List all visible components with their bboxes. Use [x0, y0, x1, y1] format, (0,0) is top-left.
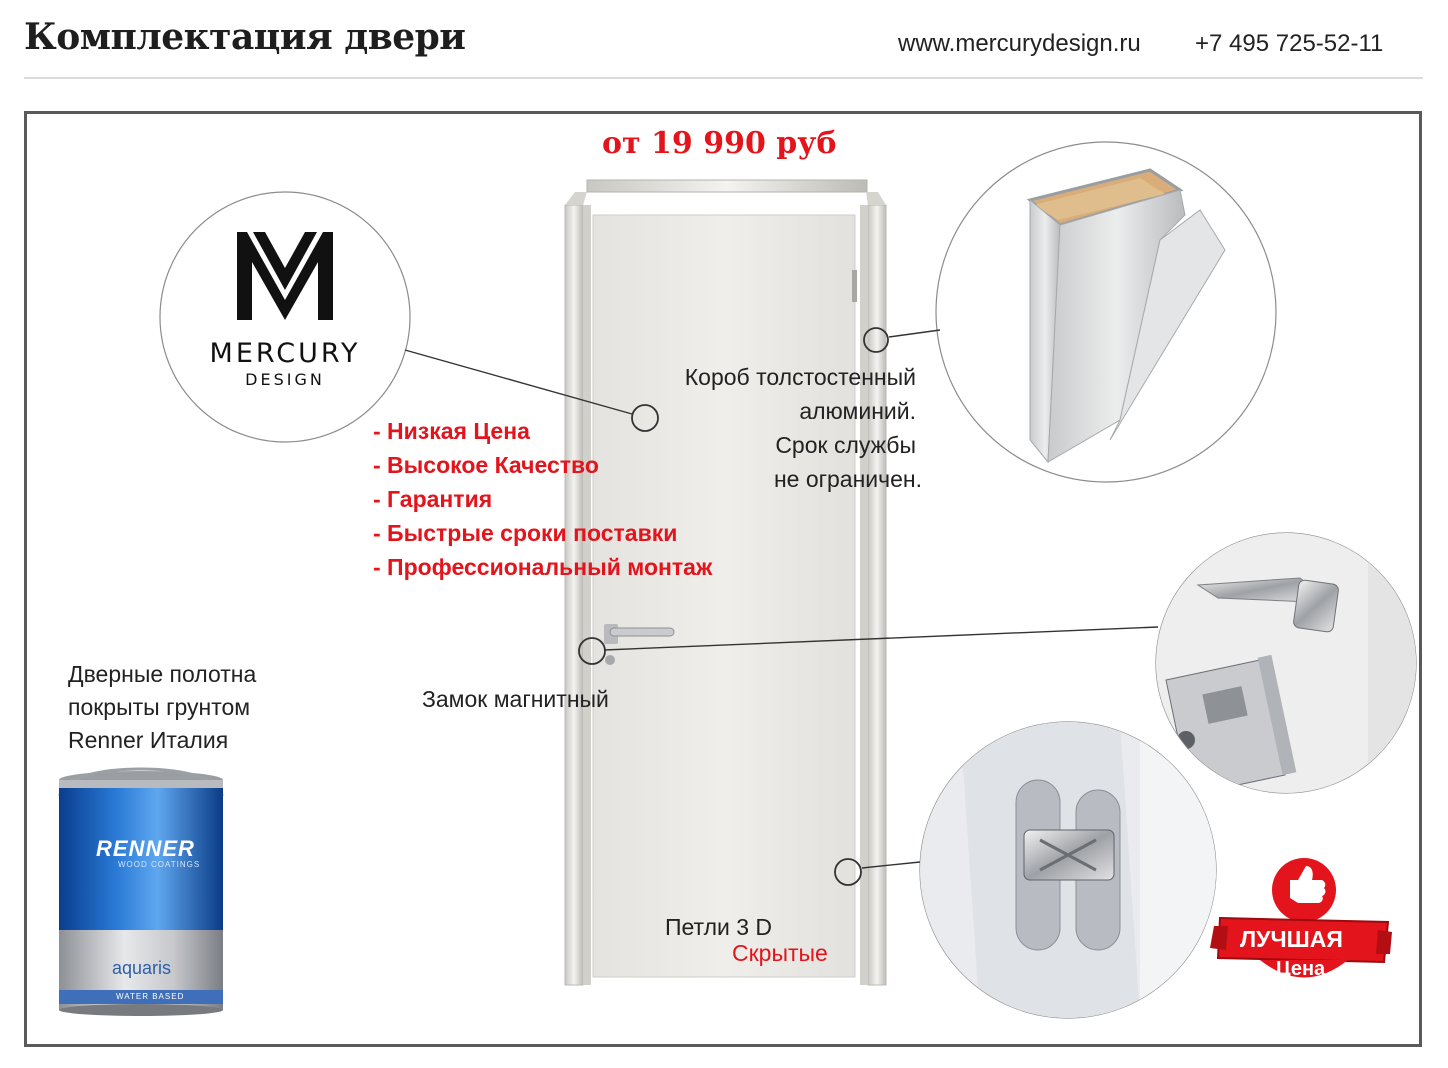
feature-item: - Быстрые сроки поставки [373, 520, 678, 546]
website-link[interactable]: www.mercurydesign.ru [898, 30, 1141, 57]
primer-caption-line: Дверные полотна [68, 661, 257, 687]
logo-sub-text: DESIGN [245, 370, 325, 389]
content-frame [24, 111, 1422, 1047]
door-illustration [564, 179, 887, 986]
paint-can-icon [58, 767, 224, 1016]
feature-item: - Низкая Цена [373, 418, 530, 444]
features-list: - Низкая Цена - Высокое Качество - Гаран… [373, 414, 712, 584]
frame-caption-line: Срок службы [775, 432, 916, 458]
paint-can-brand: RENNER [96, 836, 195, 861]
mercury-logo-icon [237, 232, 333, 320]
badge-line1: ЛУЧШАЯ [1240, 926, 1343, 952]
hinge-caption-line1: Петли 3 D [665, 914, 773, 940]
page-title: Комплектация двери [24, 16, 466, 58]
callout-markers [578, 327, 889, 886]
callout-lines [404, 329, 1159, 869]
frame-caption-line: не ограничен. [773, 466, 922, 492]
thumbs-up-icon [1290, 866, 1326, 903]
hinge-detail [919, 721, 1217, 1019]
badge-line2: Цена [1276, 958, 1326, 980]
door-handle-icon [604, 624, 675, 665]
aluminium-profile-icon [1026, 168, 1226, 464]
logo-brand-text: MERCURY [209, 338, 361, 369]
phone-link[interactable]: +7 495 725-52-11 [1195, 30, 1384, 57]
feature-item: - Профессиональный монтаж [373, 554, 713, 580]
hinge-caption-line2: Скрытые [732, 940, 828, 966]
lock-caption: Замок магнитный [422, 686, 609, 712]
paint-can-band: WATER BASED [116, 992, 185, 1001]
paint-can-sub: WOOD COATINGS [118, 860, 201, 869]
hidden-hinge-icon [1015, 779, 1121, 951]
aluminium-frame-detail [935, 141, 1277, 483]
frame-caption: Короб толстостенный алюминий. Срок служб… [620, 360, 922, 496]
mercury-logo-badge [159, 191, 411, 443]
door-handle-icon [1196, 577, 1339, 633]
header-divider [24, 77, 1423, 79]
primer-caption-line: покрыты грунтом [68, 694, 251, 720]
frame-caption-line: алюминий. [799, 398, 916, 424]
paint-can-product: aquaris [112, 958, 172, 978]
frame-caption-line: Короб толстостенный [684, 364, 916, 390]
primer-caption: Дверные полотна покрыты грунтом Renner И… [68, 658, 256, 757]
feature-item: - Высокое Качество [373, 452, 599, 478]
primer-caption-line: Renner Италия [68, 727, 229, 753]
price-label: от 19 990 руб [602, 126, 837, 161]
lock-detail [1155, 532, 1417, 794]
feature-item: - Гарантия [373, 486, 493, 512]
best-price-badge [1210, 858, 1392, 978]
